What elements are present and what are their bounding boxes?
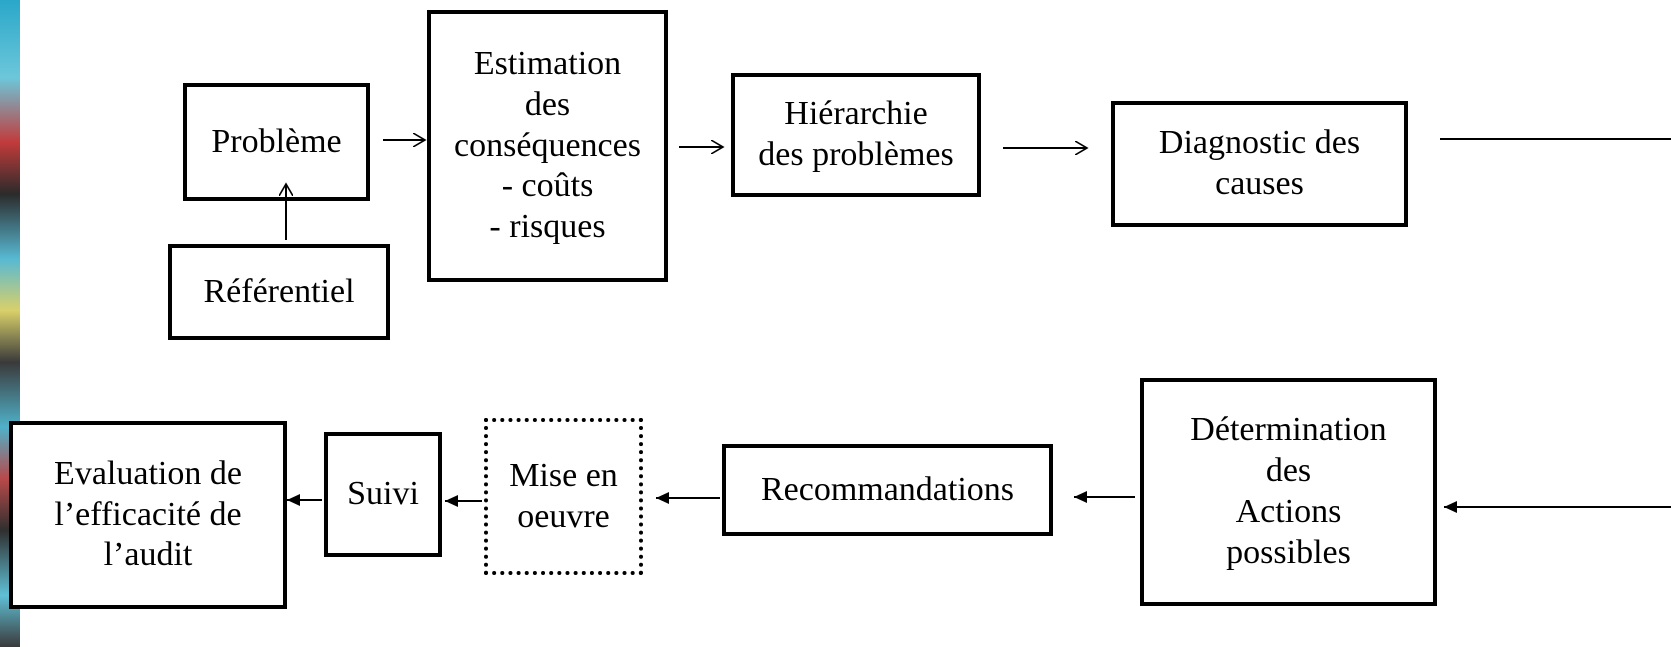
node-recommandations-line-1: Recommandations (760, 470, 1015, 508)
node-mise-en-oeuvre-line-2: oeuvre (517, 497, 610, 535)
node-probleme: Problème (183, 83, 370, 201)
node-diagnostic-line-1: Diagnostic des (1158, 124, 1361, 162)
node-referentiel: Référentiel (168, 244, 390, 340)
node-estimation-line-3: conséquences (454, 126, 641, 164)
node-determination-line-3: Actions (1235, 493, 1342, 530)
node-diagnostic-line-2: causes (1215, 165, 1304, 202)
node-evaluation-line-2: l’efficacité de (54, 495, 242, 533)
node-recommandations: Recommandations (722, 444, 1053, 536)
node-determination-line-2: des (1265, 452, 1312, 490)
node-suivi-line-1: Suivi (347, 475, 419, 513)
node-estimation-line-1: Estimation (473, 45, 622, 82)
node-suivi: Suivi (324, 432, 442, 557)
node-referentiel-line-1: Référentiel (203, 272, 355, 310)
node-probleme-line-1: Problème (211, 122, 342, 160)
node-determination-line-4: possibles (1226, 533, 1351, 571)
node-estimation: Estimation des conséquences - coûts - ri… (427, 10, 668, 282)
node-evaluation-line-1: Evaluation de (54, 454, 242, 492)
node-estimation-line-4: - coûts (501, 167, 594, 205)
node-estimation-line-5: - risques (489, 208, 606, 246)
node-determination: Détermination des Actions possibles (1140, 378, 1437, 606)
node-mise-en-oeuvre: Mise en oeuvre (484, 418, 643, 575)
node-hierarchie-line-1: Hiérarchie (784, 95, 928, 133)
node-hierarchie-line-2: des problèmes (758, 136, 954, 173)
node-determination-line-1: Détermination (1190, 411, 1387, 449)
node-estimation-line-2: des (524, 85, 571, 123)
node-mise-en-oeuvre-line-1: Mise en (509, 456, 618, 494)
node-evaluation-line-3: l’audit (103, 536, 193, 574)
node-diagnostic: Diagnostic des causes (1111, 101, 1408, 227)
node-evaluation: Evaluation de l’efficacité de l’audit (9, 421, 287, 609)
node-hierarchie: Hiérarchie des problèmes (731, 73, 981, 197)
